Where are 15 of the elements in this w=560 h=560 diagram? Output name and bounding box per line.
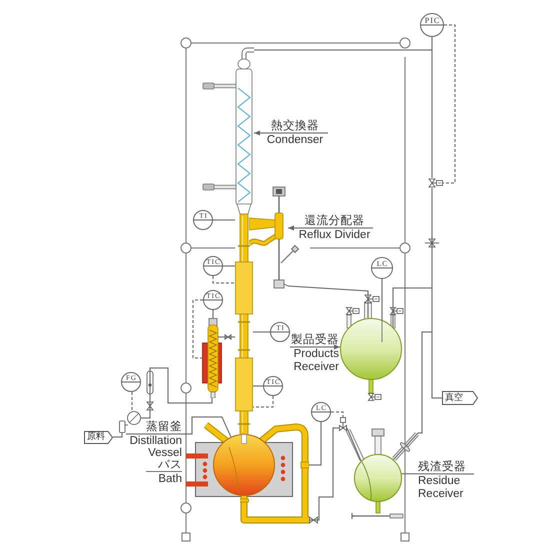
instrument-bubble: PIC <box>420 13 444 37</box>
part-label: 残渣受器 <box>418 461 467 473</box>
pump <box>119 411 141 433</box>
part-label: バス <box>146 460 182 472</box>
control-line <box>442 24 456 184</box>
arrow-tag: 原料 <box>84 431 113 444</box>
part-label: Bath <box>157 473 182 485</box>
control-valve <box>428 178 443 188</box>
arrow-tag: 真空 <box>442 391 478 405</box>
pipe-line <box>432 332 442 398</box>
part-label: Distillation Vessel <box>128 435 182 459</box>
leader-line <box>401 473 474 474</box>
pipe-line <box>112 432 122 438</box>
part-label: 蒸留釜 <box>145 421 182 433</box>
part-label: Residue Receiver <box>418 475 464 501</box>
